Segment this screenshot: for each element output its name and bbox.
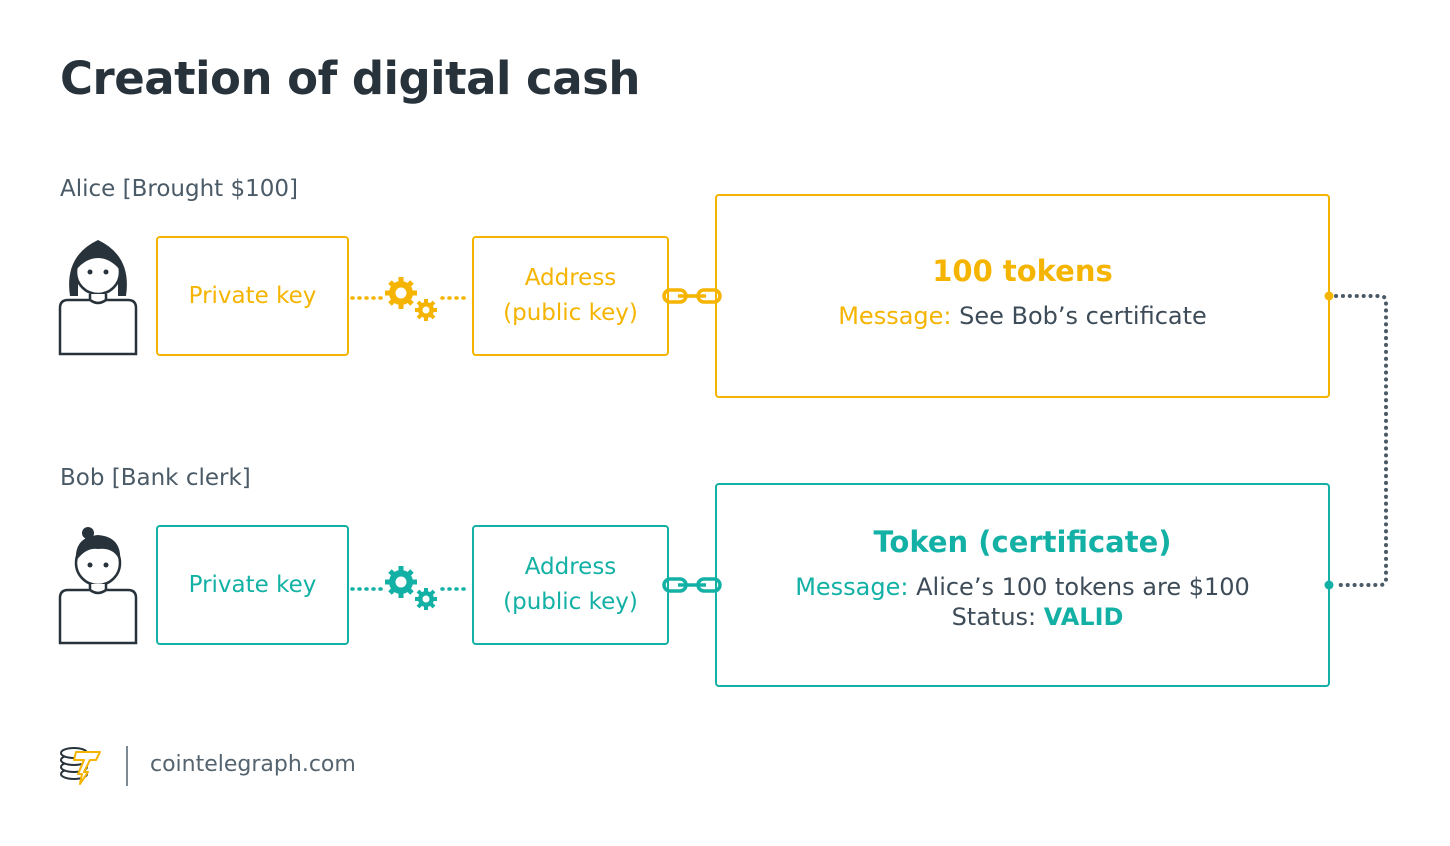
status-badge: VALID [1043,603,1124,631]
alice-message-label: Message: [838,302,952,330]
bob-connector-dot [1324,580,1334,590]
bob-private-key-label: Private key [188,571,317,598]
person-female-icon [58,240,138,356]
bob-address-line2: (public key) [503,589,638,615]
bob-address-line1: Address [524,554,617,580]
chain-link-icon [662,577,722,593]
bob-address-box: Address (public key) [472,525,669,645]
alice-token-heading: 100 tokens [932,254,1113,288]
bob-status-label: Status: [951,603,1037,631]
gears-icon [385,277,437,321]
footer-divider [126,746,128,786]
bob-token-status: Status: VALID [952,603,1124,631]
chain-link-icon [662,288,722,304]
certificate-link-connector [1334,294,1388,587]
alice-message-value: See Bob’s certificate [959,302,1207,330]
alice-label: Alice [Brought $100] [60,176,298,202]
bob-token-box: Token (certificate) Message: Alice’s 100… [715,483,1330,687]
alice-token-message: Message: See Bob’s certificate [838,302,1207,330]
alice-token-box: 100 tokens Message: See Bob’s certificat… [715,194,1330,398]
alice-address-line1: Address [524,265,617,291]
footer-site-link[interactable]: cointelegraph.com [150,752,356,777]
bob-message-label: Message: [795,573,909,601]
bob-token-heading: Token (certificate) [873,525,1172,559]
cointelegraph-logo-icon [60,747,101,785]
bob-private-key-box: Private key [156,525,349,645]
bob-label: Bob [Bank clerk] [60,465,251,491]
alice-address-box: Address (public key) [472,236,669,356]
person-male-icon [58,527,138,645]
alice-address-line2: (public key) [503,300,638,326]
bob-token-message: Message: Alice’s 100 tokens are $100 [795,573,1250,601]
alice-private-key-box: Private key [156,236,349,356]
gears-icon [385,566,437,610]
page-title: Creation of digital cash [60,52,640,105]
alice-private-key-label: Private key [188,282,317,309]
bob-message-value: Alice’s 100 tokens are $100 [916,573,1250,601]
alice-connector-dot [1324,291,1334,301]
